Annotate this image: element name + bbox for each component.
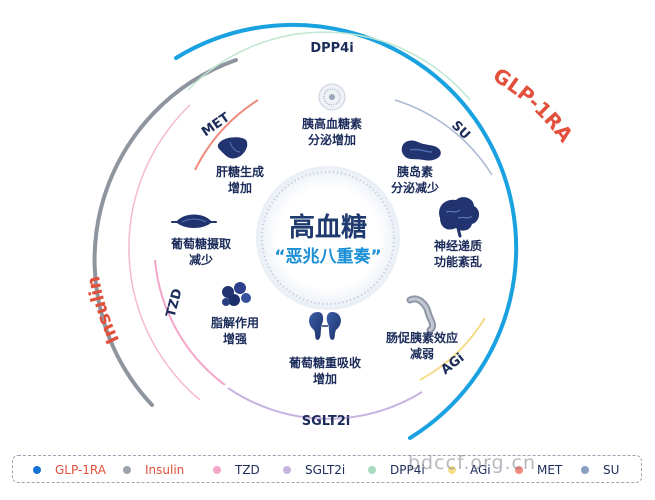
legend-dot [515,465,523,474]
brain-icon [439,197,480,238]
factor-label-liver-2: 增加 [228,180,252,195]
legend-dot [33,465,41,474]
factor-label-incretin-1: 肠促胰素效应 [386,330,458,345]
legend-item-insulin: Insulin [123,456,184,484]
legend-item-dpp4i: DPP4i [368,456,425,484]
legend-item-tzd: TZD [213,456,260,484]
su-arc [394,99,493,176]
intestine-icon [406,295,437,334]
kidney-icon [309,312,341,340]
legend-dot [283,465,291,474]
legend-dot [368,465,376,474]
legend-label: DPP4i [390,463,425,477]
legend-dot [448,465,456,474]
legend: GLP-1RA Insulin TZD SGLT2i DPP4i AGi MET… [12,455,642,483]
legend-dot [213,465,221,474]
glp1ra-arc [174,22,519,440]
factor-label-lipolysis-1: 脂解作用 [210,315,259,330]
legend-label: MET [537,463,563,477]
glp1ra-label: GLP-1RA [489,63,578,147]
factor-label-neuro-2: 功能紊乱 [434,254,482,269]
arc-label-agi: AGi [438,351,467,378]
factor-label-incretin-2: 减弱 [410,346,434,361]
legend-dot [581,465,589,474]
center-title: 高血糖 [289,212,367,243]
legend-label: TZD [235,463,260,477]
factor-label-neuro-1: 神经递质 [434,238,482,253]
factor-label-lipolysis-2: 增强 [223,331,247,346]
factor-label-kidney-2: 增加 [313,371,337,386]
arc-label-su: SU [448,118,473,143]
factor-label-glucagon-1: 胰高血糖素 [302,116,362,131]
pancreas-icon [401,140,441,161]
center-subtitle: “恶兆八重奏” [274,246,381,267]
legend-item-glp1ra: GLP-1RA [33,456,106,484]
center-dotted-ring [261,171,395,305]
legend-label: Insulin [145,463,185,477]
factor-label-uptake-2: 减少 [189,252,213,267]
factor-label-liver-1: 肝糖生成 [216,164,264,179]
tzd-arc [154,259,226,386]
legend-item-su: SU [581,456,619,484]
legend-label: SU [603,463,620,477]
insulin-arc [92,58,238,407]
dpp4i-arc [187,31,471,101]
arc-label-tzd: TZD [164,287,186,319]
arc-label-sglt2i: SGLT2i [302,414,351,429]
legend-item-met: MET [515,456,562,484]
arc-label-dpp4i: DPP4i [310,41,353,56]
fat-cells-icon [222,282,251,306]
legend-item-sglt2i: SGLT2i [283,456,345,484]
factor-label-glucagon-2: 分泌增加 [308,132,356,147]
factor-label-uptake-1: 葡萄糖摄取 [170,236,231,251]
agi-arc [419,317,486,381]
sglt2i-arc [227,387,423,420]
legend-item-agi: AGi [448,456,491,484]
watermark: bdccf.org.cn [408,452,537,474]
legend-dot [123,465,131,474]
muscle-icon [171,214,217,228]
legend-label: SGLT2i [305,463,346,477]
factor-label-insulin-2: 分泌减少 [391,180,439,195]
center-glow [256,166,400,310]
liver-icon [217,137,248,159]
met-arc [194,99,259,171]
legend-label: GLP-1RA [55,463,106,477]
legend-label: AGi [470,463,491,477]
pink-outer-arc [128,104,201,401]
factor-label-kidney-1: 葡萄糖重吸收 [288,355,361,370]
factor-label-insulin-1: 胰岛素 [397,164,433,179]
pancreatic-alpha-cell-icon [318,83,346,111]
insulin-label: Insulin [83,274,124,347]
